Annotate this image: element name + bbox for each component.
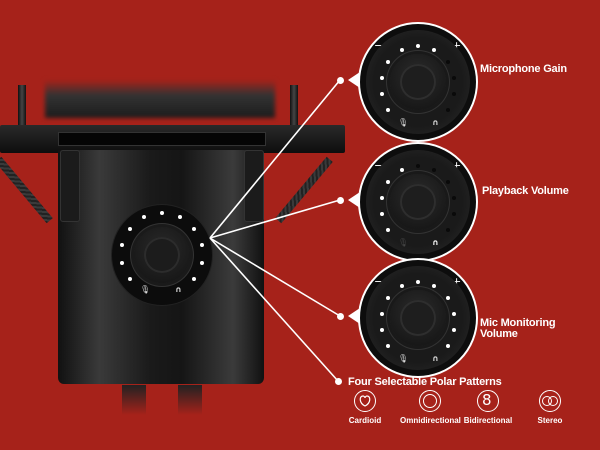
polar-patterns-title: Four Selectable Polar Patterns (348, 376, 502, 388)
callout-pointer (348, 72, 360, 88)
led-dot (120, 261, 124, 265)
minus-icon: − (374, 159, 384, 172)
shock-mount-post-right (290, 85, 298, 135)
stand-leg-left (122, 385, 146, 415)
callout-pointer (348, 308, 360, 324)
stereo-icon (539, 390, 561, 412)
headphone-icon: ∩ (432, 118, 439, 127)
led-dot (200, 243, 204, 247)
label-mic-monitoring-volume: Mic Monitoring Volume (480, 317, 556, 340)
label-playback-volume: Playback Volume (482, 185, 569, 197)
led-dot (192, 227, 196, 231)
headphone-icon: ∩ (432, 354, 439, 363)
mic-icon: 🎙 (398, 354, 409, 363)
led-dot (178, 215, 182, 219)
headphone-icon: ∩ (432, 238, 439, 247)
mic-icon: 🎙 (398, 238, 409, 247)
shock-mount-slot (58, 132, 266, 146)
omni-icon (419, 390, 441, 412)
minus-icon: − (374, 39, 384, 52)
knob-cap (144, 237, 180, 273)
connector-endpoint (337, 197, 344, 204)
plus-icon: + (452, 159, 462, 172)
minus-icon: − (374, 275, 384, 288)
headphone-icon: ∩ (175, 285, 182, 294)
cardioid-icon (354, 390, 376, 412)
mic-head-blurred (45, 80, 275, 118)
led-dot (160, 211, 164, 215)
led-dot (128, 227, 132, 231)
connector-endpoint (335, 378, 342, 385)
connector-endpoint (337, 313, 344, 320)
callout-mic-monitoring: − + 🎙 ∩ (358, 258, 478, 378)
clip-right (244, 150, 264, 222)
led-dot (142, 215, 146, 219)
figure8-icon: 8 (477, 390, 499, 412)
pattern-omnidirectional[interactable]: Omnidirectional (400, 390, 461, 425)
plus-icon: + (452, 39, 462, 52)
clip-left (60, 150, 80, 222)
label-microphone-gain: Microphone Gain (480, 63, 567, 75)
mic-icon: 🎙 (398, 118, 409, 127)
callout-mic-gain: − + 🎙 ∩ (358, 22, 478, 142)
mic-control-knob[interactable]: 🎙 ∩ (112, 205, 212, 305)
led-dot (120, 243, 124, 247)
stand-leg-right (178, 385, 202, 415)
pattern-stereo[interactable]: Stereo (532, 390, 568, 425)
connector-endpoint (337, 77, 344, 84)
led-dot (128, 277, 132, 281)
led-dot (200, 261, 204, 265)
pattern-cardioid[interactable]: Cardioid (348, 390, 382, 425)
callout-playback-volume: − + 🎙 ∩ (358, 142, 478, 262)
shock-mount-post-left (18, 85, 26, 135)
plus-icon: + (452, 275, 462, 288)
knob-inner (134, 227, 190, 283)
led-dot (192, 277, 196, 281)
mic-icon: 🎙 (140, 285, 151, 294)
pattern-bidirectional[interactable]: 8 Bidirectional (463, 390, 513, 425)
callout-pointer (348, 192, 360, 208)
